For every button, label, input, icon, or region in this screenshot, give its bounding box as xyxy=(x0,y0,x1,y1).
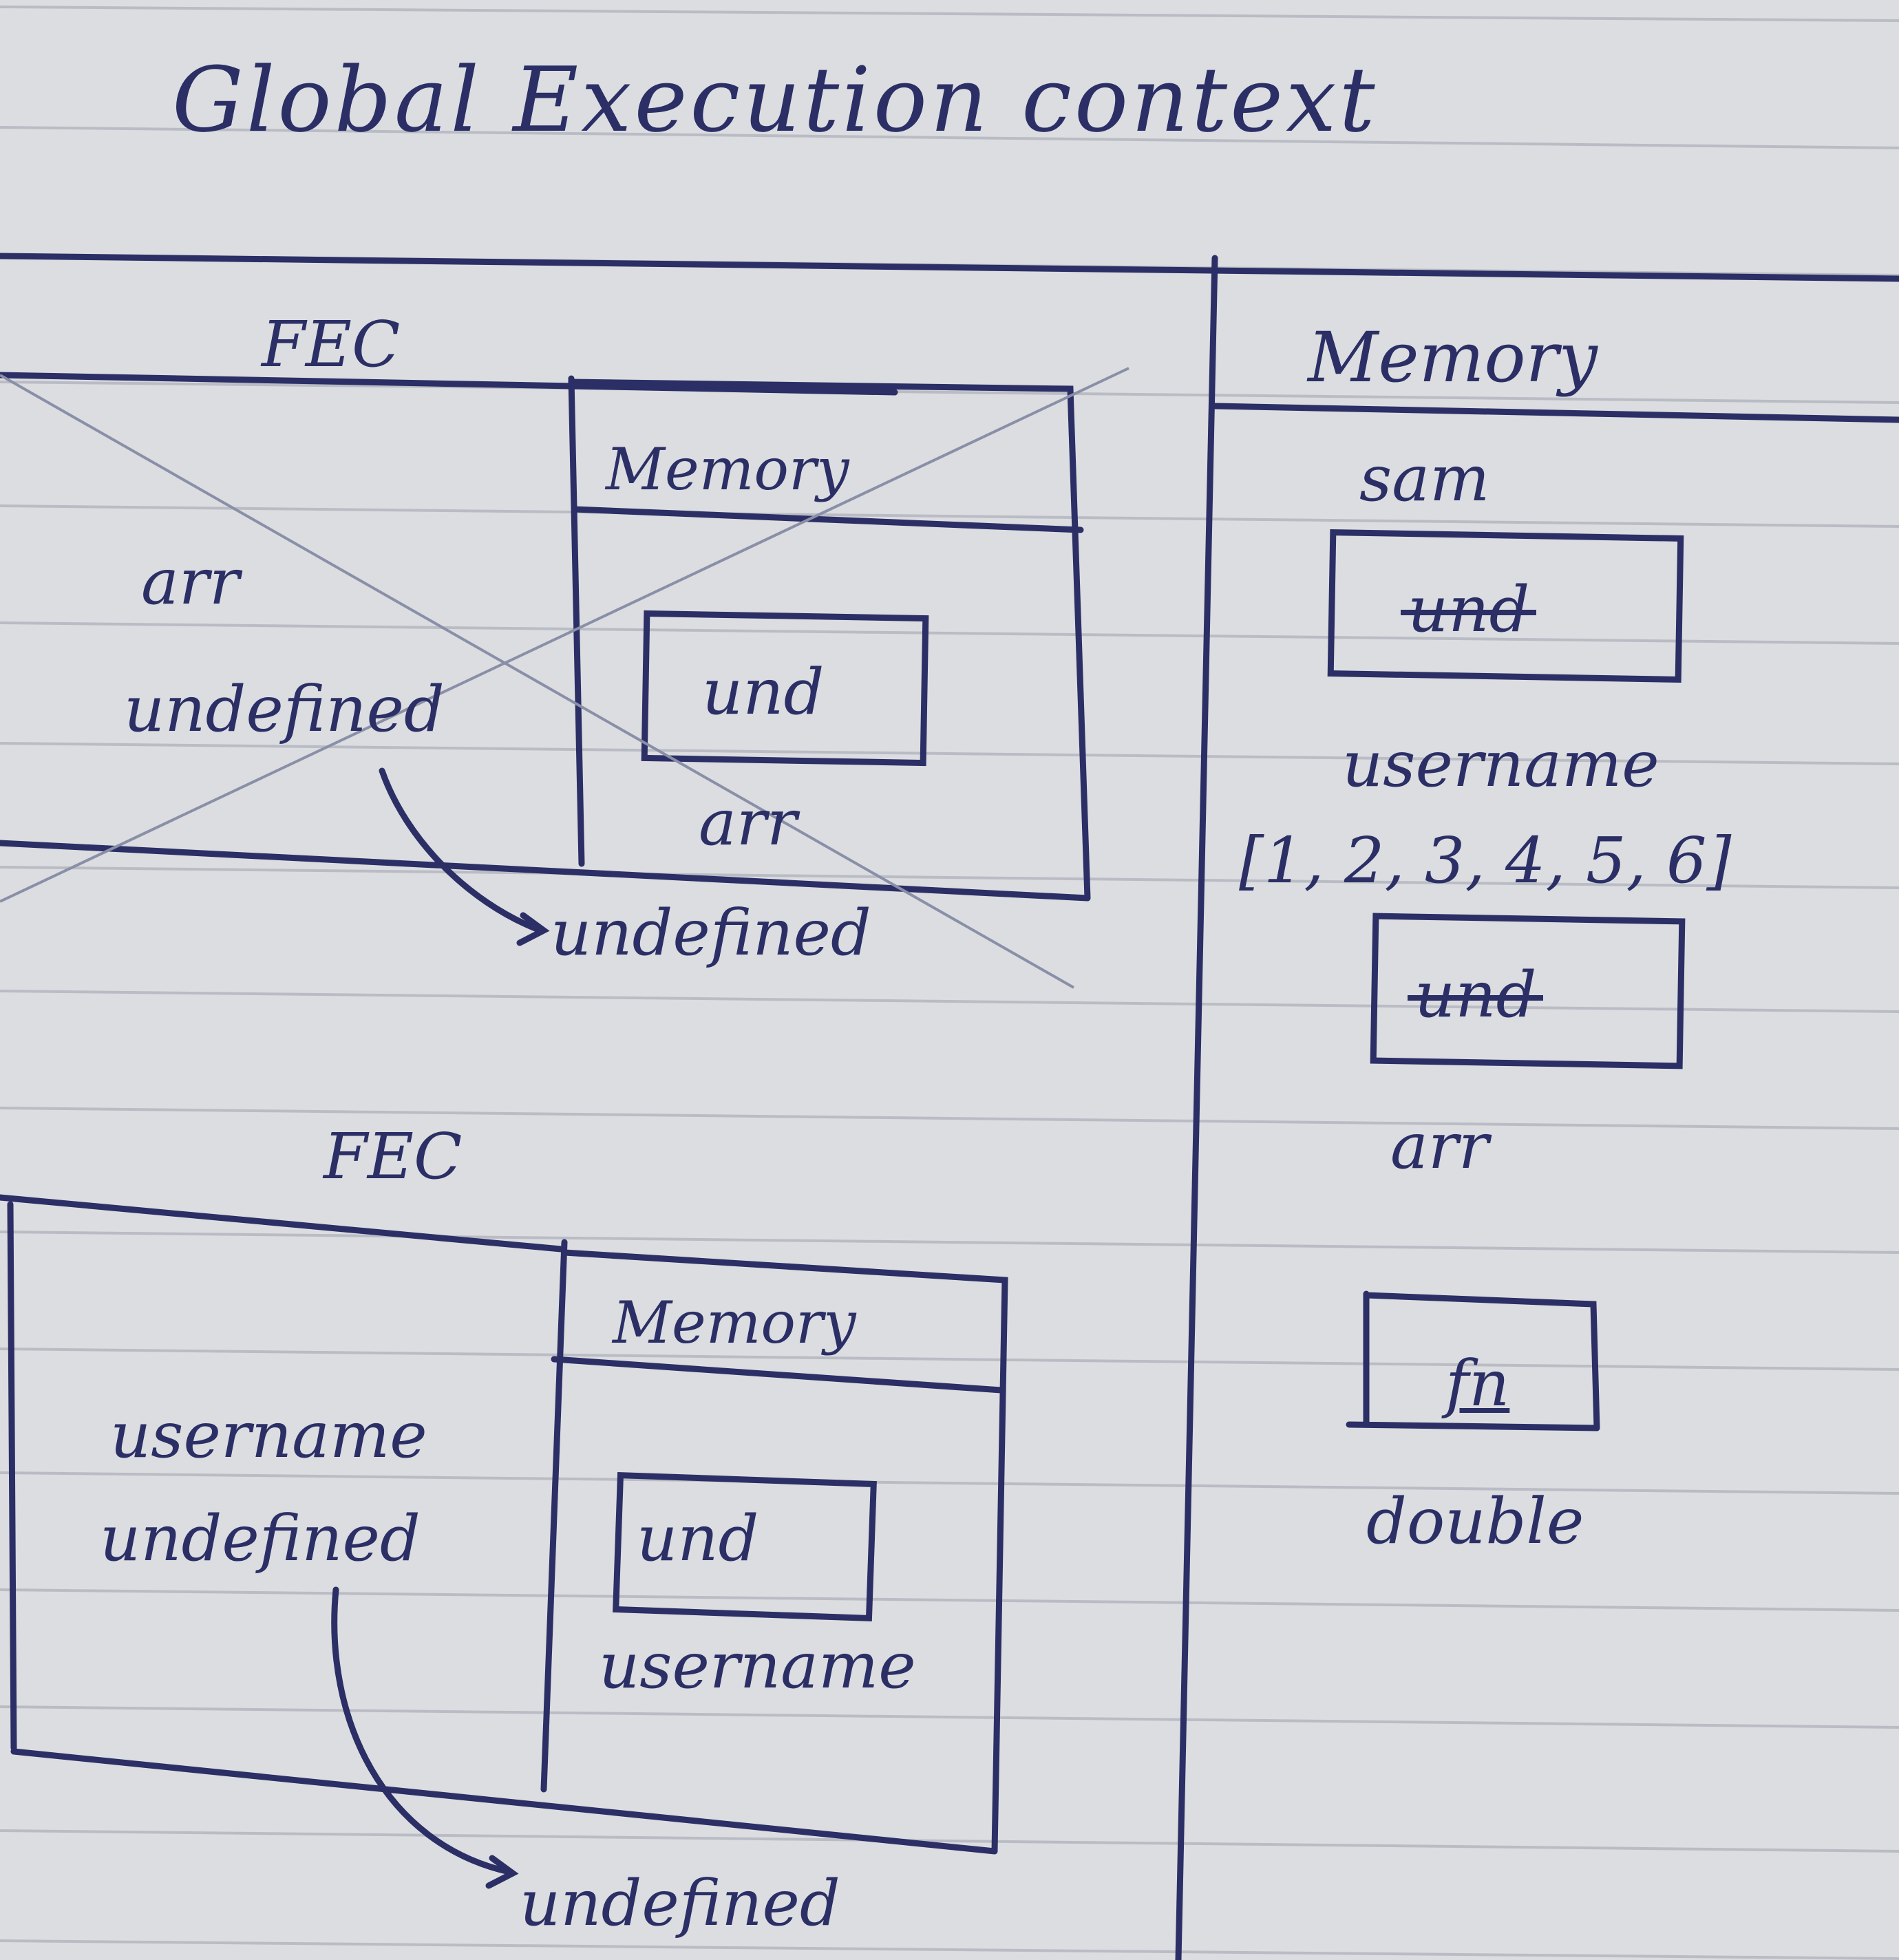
gec-divider xyxy=(1175,255,1218,1960)
fec-bottom-left-border xyxy=(7,1201,17,1751)
pencil-cross-2 xyxy=(0,367,1129,903)
fec-bottom-left-value: undefined xyxy=(100,1502,421,1575)
fec-top-left-value: undefined xyxy=(124,672,445,746)
global-var-username: username xyxy=(1342,727,1659,801)
global-var-sam: sam xyxy=(1359,442,1490,515)
global-var-arr: arr xyxy=(1390,1109,1489,1183)
fec-bottom-memory-underline xyxy=(551,1356,1005,1394)
page-title: Global Execution context xyxy=(172,47,1378,152)
fec-top-und-box xyxy=(641,610,929,767)
global-var-double: double xyxy=(1366,1484,1584,1558)
fec-bottom-top-border xyxy=(0,1194,564,1253)
fec-top-arrow xyxy=(379,767,540,933)
fec-top-heading-line xyxy=(0,372,898,396)
fec-bottom-divider xyxy=(540,1239,568,1793)
fec-bottom-heading: FEC xyxy=(323,1120,463,1193)
fec-bottom-memory-var: username xyxy=(599,1629,916,1703)
fec-top-left-var: arr xyxy=(141,545,240,619)
fec-top-memory-heading: Memory xyxy=(606,436,849,503)
fec-top-memory-var: arr xyxy=(699,786,797,860)
fec-top-heading: FEC xyxy=(262,308,401,381)
ruled-lines xyxy=(0,6,1899,1960)
global-memory-underline xyxy=(1211,403,1899,423)
fec-bottom-frame xyxy=(10,1249,1008,1855)
fec-top-memory-underline xyxy=(571,506,1084,533)
fec-top-divider xyxy=(568,375,585,867)
global-memory-heading: Memory xyxy=(1308,317,1598,398)
global-array-literal: [1, 2, 3, 4, 5, 6] xyxy=(1239,824,1732,897)
box-username xyxy=(1370,913,1686,1069)
pencil-cross-1 xyxy=(0,374,1074,989)
fec-bottom-arrow xyxy=(331,1586,513,1875)
fec-bottom-memory-heading: Memory xyxy=(613,1289,856,1356)
gec-top-border xyxy=(0,253,1899,282)
fec-top-frame xyxy=(0,379,1091,902)
global-value-sam: und xyxy=(1400,573,1537,646)
fec-top-memory-value: und xyxy=(702,655,825,729)
box-sam xyxy=(1327,529,1684,683)
box-double xyxy=(1346,1290,1600,1431)
fec-bottom-left-var: username xyxy=(110,1398,427,1472)
global-value-username: und xyxy=(1407,958,1544,1032)
fec-bottom-result: undefined xyxy=(520,1866,840,1940)
fec-bottom-memory-value: und xyxy=(637,1502,759,1575)
global-value-double: fn xyxy=(1445,1347,1510,1420)
fec-bottom-und-box xyxy=(613,1471,877,1622)
fec-top-result: undefined xyxy=(551,896,871,970)
